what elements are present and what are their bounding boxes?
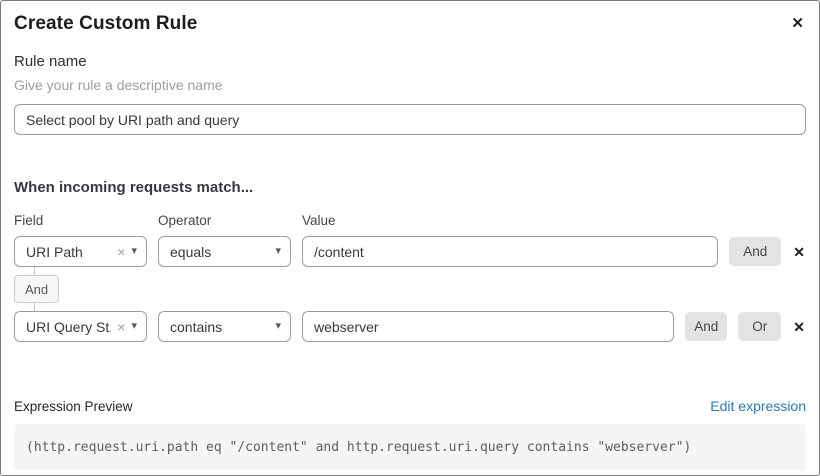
rule-name-section: Rule name Give your rule a descriptive n… [14,53,806,135]
matcher-row-2: URI Query St... × ▾ contains ▾ And Or ✕ [14,311,806,342]
clear-icon[interactable]: × [117,243,126,260]
and-button-row2[interactable]: And [685,312,728,341]
matcher-section: When incoming requests match... Field Op… [14,179,806,342]
value-column-label: Value [302,213,336,228]
value-input-row2[interactable] [302,311,675,342]
remove-row1-icon[interactable]: ✕ [793,243,805,260]
field-select-row2-value: URI Query St... [26,318,111,335]
connector-line-bottom [34,303,35,311]
value-input-row1[interactable] [302,236,719,267]
chevron-down-icon: ▾ [275,245,281,257]
field-select-row1-value: URI Path [26,243,83,260]
operator-column-label: Operator [158,213,212,228]
chevron-down-icon: ▾ [131,245,137,257]
chevron-down-icon: ▾ [275,320,281,332]
matcher-column-labels: Field Operator Value [14,213,806,228]
and-button-row1[interactable]: And [729,237,782,266]
clear-icon[interactable]: × [117,318,126,335]
operator-select-row1[interactable]: equals ▾ [158,236,291,267]
expression-code-block: (http.request.uri.path eq "/content" and… [14,424,806,470]
rule-name-helper: Give your rule a descriptive name [14,77,223,93]
dialog-header: Create Custom Rule ✕ [14,13,806,35]
operator-select-row1-value: equals [170,243,212,260]
dialog-title: Create Custom Rule [14,13,198,34]
matcher-heading: When incoming requests match... [14,179,254,196]
field-column-label: Field [14,213,44,228]
expression-header: Expression Preview Edit expression [14,398,806,414]
field-select-row2[interactable]: URI Query St... × ▾ [14,311,147,342]
operator-select-row2[interactable]: contains ▾ [158,311,291,342]
chevron-down-icon: ▾ [131,320,137,332]
field-select-row1[interactable]: URI Path × ▾ [14,236,147,267]
expression-preview-label: Expression Preview [14,398,133,414]
connector-line-top [34,267,35,275]
rule-name-input[interactable] [14,104,806,135]
close-icon[interactable]: ✕ [791,15,804,32]
or-button-row2[interactable]: Or [738,312,782,341]
matcher-row-1: URI Path × ▾ equals ▾ And ✕ [14,236,806,267]
expression-code: (http.request.uri.path eq "/content" and… [26,439,692,455]
row-connector: And [14,267,806,311]
remove-row2-icon[interactable]: ✕ [793,318,805,335]
expression-preview-section: Expression Preview Edit expression (http… [14,398,806,470]
rule-name-label: Rule name [14,53,87,70]
edit-expression-link[interactable]: Edit expression [710,398,806,414]
connector-and-badge: And [14,275,60,303]
operator-select-row2-value: contains [170,318,223,335]
